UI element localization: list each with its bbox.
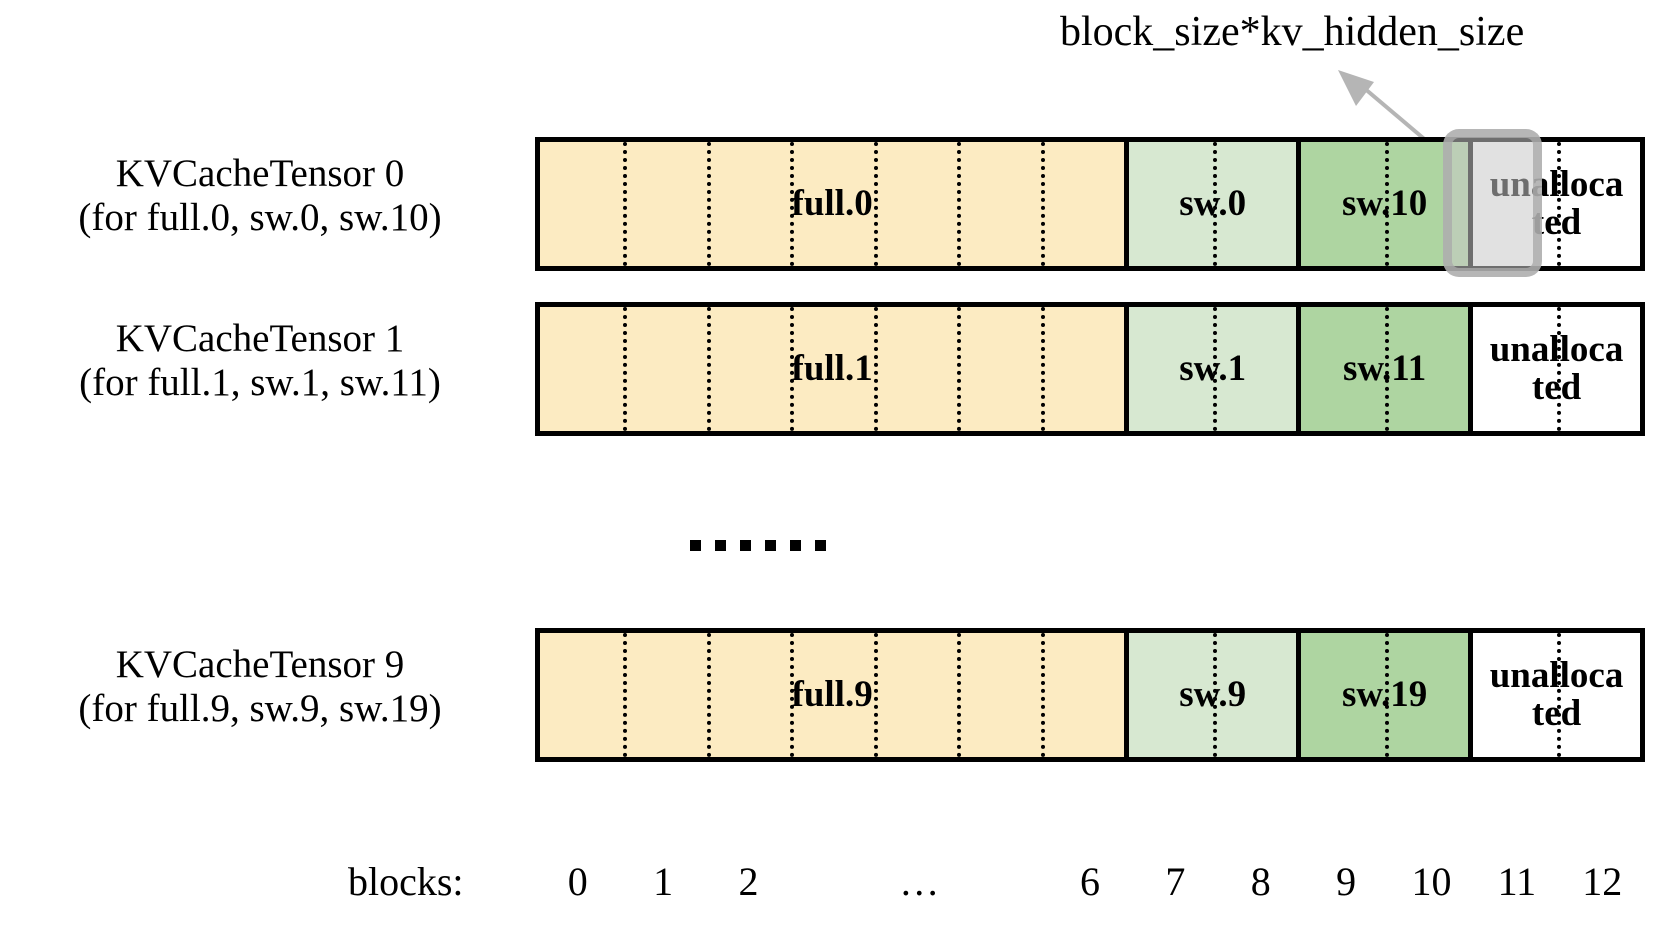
block-divider bbox=[1384, 307, 1389, 431]
segment-sw: sw.0 bbox=[1124, 142, 1297, 266]
block-divider bbox=[1212, 307, 1217, 431]
block-divider bbox=[1384, 142, 1389, 266]
tensor-bar-2: full.9 sw.9 sw.19 unalloca ted bbox=[535, 628, 1645, 762]
block-divider bbox=[790, 142, 795, 266]
block-divider bbox=[1556, 142, 1561, 266]
segment-unalloc: unalloca ted bbox=[1468, 633, 1640, 757]
ellipsis-dot bbox=[740, 540, 751, 551]
segment-sw: sw.1 bbox=[1124, 307, 1297, 431]
block-highlight-box bbox=[1443, 129, 1542, 277]
block-divider bbox=[1040, 633, 1045, 757]
block-divider bbox=[1212, 142, 1217, 266]
block-divider bbox=[790, 633, 795, 757]
row-label-2: KVCacheTensor 9(for full.9, sw.9, sw.19) bbox=[10, 643, 510, 730]
block-divider bbox=[623, 633, 628, 757]
ellipsis-dot bbox=[815, 540, 826, 551]
segment-unalloc: unalloca ted bbox=[1468, 307, 1640, 431]
axis-tick-7: 7 bbox=[1165, 859, 1186, 904]
axis-tick-1: 1 bbox=[653, 859, 674, 904]
axis-tick-0: 0 bbox=[567, 859, 588, 904]
axis-tick-6: 6 bbox=[1080, 859, 1100, 904]
ellipsis-dot bbox=[690, 540, 701, 551]
block-divider bbox=[623, 142, 628, 266]
axis-tick-…: … bbox=[899, 859, 940, 904]
segment-label: sw.10 bbox=[1341, 183, 1428, 225]
block-divider bbox=[957, 142, 962, 266]
block-divider bbox=[706, 307, 711, 431]
segment-label: unalloca ted bbox=[1489, 329, 1624, 408]
block-divider bbox=[706, 633, 711, 757]
block-divider bbox=[623, 307, 628, 431]
row-label-0: KVCacheTensor 0(for full.0, sw.0, sw.10) bbox=[10, 152, 510, 239]
ellipsis-dot bbox=[790, 540, 801, 551]
block-divider bbox=[1212, 633, 1217, 757]
row-label-title: KVCacheTensor 9 bbox=[115, 643, 405, 686]
segment-full: full.1 bbox=[540, 307, 1125, 431]
block-divider bbox=[957, 633, 962, 757]
annotation-label: block_size*kv_hidden_size bbox=[1060, 9, 1525, 55]
segment-label: sw.19 bbox=[1341, 674, 1428, 716]
row-label-1: KVCacheTensor 1(for full.1, sw.1, sw.11) bbox=[10, 317, 510, 404]
row-label-title: KVCacheTensor 1 bbox=[115, 317, 405, 360]
segment-label: sw.11 bbox=[1342, 348, 1427, 390]
row-label-subtitle: (for full.0, sw.0, sw.10) bbox=[78, 195, 442, 239]
segment-label: sw.1 bbox=[1179, 348, 1247, 390]
block-divider bbox=[1556, 307, 1561, 431]
block-divider bbox=[957, 307, 962, 431]
ellipsis-dot bbox=[765, 540, 776, 551]
segment-swhi: sw.19 bbox=[1296, 633, 1469, 757]
segment-label: full.9 bbox=[791, 674, 873, 716]
row-label-title: KVCacheTensor 0 bbox=[115, 152, 405, 195]
axis-tick-8: 8 bbox=[1250, 859, 1271, 904]
block-divider bbox=[873, 142, 878, 266]
block-divider bbox=[1040, 142, 1045, 266]
axis-tick-12: 12 bbox=[1582, 859, 1623, 904]
block-divider bbox=[1384, 633, 1389, 757]
block-divider bbox=[873, 307, 878, 431]
row-label-subtitle: (for full.9, sw.9, sw.19) bbox=[78, 686, 442, 730]
block-divider bbox=[1556, 633, 1561, 757]
axis-tick-2: 2 bbox=[738, 859, 759, 904]
row-label-subtitle: (for full.1, sw.1, sw.11) bbox=[79, 360, 441, 404]
segment-label: sw.0 bbox=[1179, 183, 1247, 225]
tensor-bar-1: full.1 sw.1 sw.11 unalloca ted bbox=[535, 302, 1645, 436]
vertical-ellipsis bbox=[690, 540, 826, 551]
segment-label: sw.9 bbox=[1179, 674, 1247, 716]
segment-swhi: sw.11 bbox=[1296, 307, 1469, 431]
block-divider bbox=[873, 633, 878, 757]
segment-label: full.1 bbox=[791, 348, 873, 390]
axis-tick-11: 11 bbox=[1497, 859, 1537, 904]
segment-full: full.9 bbox=[540, 633, 1125, 757]
block-divider bbox=[790, 307, 795, 431]
block-divider bbox=[706, 142, 711, 266]
ellipsis-dot bbox=[715, 540, 726, 551]
blocks-axis-title: blocks: bbox=[348, 859, 464, 904]
segment-label: unalloca ted bbox=[1489, 655, 1624, 734]
segment-label: full.0 bbox=[791, 183, 873, 225]
block-divider bbox=[1040, 307, 1045, 431]
segment-sw: sw.9 bbox=[1124, 633, 1297, 757]
segment-full: full.0 bbox=[540, 142, 1125, 266]
axis-tick-9: 9 bbox=[1336, 859, 1357, 904]
axis-tick-10: 10 bbox=[1411, 859, 1452, 904]
segment-swhi: sw.10 bbox=[1296, 142, 1469, 266]
